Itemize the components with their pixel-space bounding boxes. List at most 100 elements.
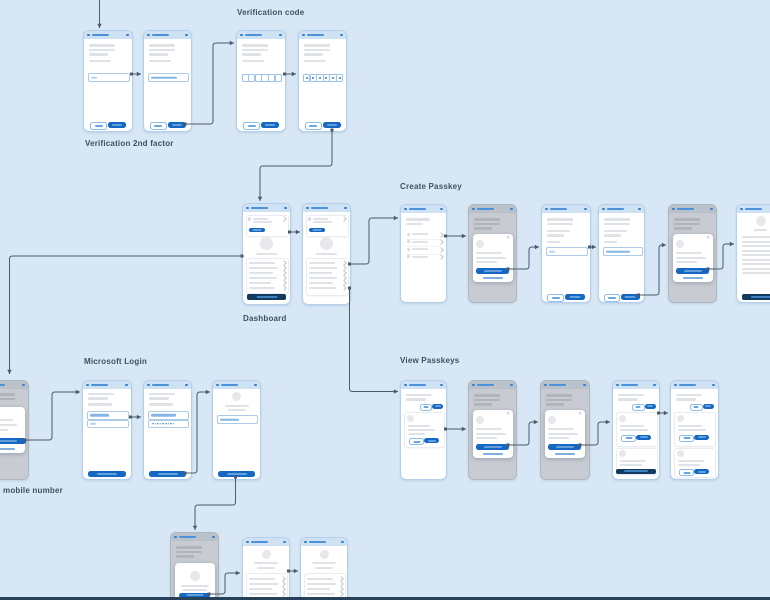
phone-dashboard-2[interactable] xyxy=(302,203,351,305)
primary-button[interactable] xyxy=(149,471,186,477)
primary-button[interactable] xyxy=(476,268,509,274)
text-input[interactable] xyxy=(87,411,129,420)
phone-microsoft-login-3[interactable] xyxy=(212,380,261,480)
primary-button[interactable] xyxy=(676,268,709,274)
text-input[interactable] xyxy=(148,419,189,428)
text-input[interactable] xyxy=(87,419,129,428)
primary-button[interactable] xyxy=(620,294,640,300)
primary-button[interactable] xyxy=(636,434,651,440)
phone-bottom-flow-2[interactable] xyxy=(242,537,290,600)
navy-bar[interactable] xyxy=(741,294,770,300)
primary-button[interactable] xyxy=(0,438,26,444)
phone-verification-code-2[interactable] xyxy=(298,30,347,132)
primary-button[interactable] xyxy=(702,404,714,409)
navy-bar[interactable] xyxy=(247,294,286,300)
primary-button[interactable] xyxy=(432,404,443,409)
close-icon[interactable]: × xyxy=(706,234,710,241)
chevron-right-icon xyxy=(438,246,444,253)
phone-bottom-flow-1-modal[interactable] xyxy=(170,532,219,600)
primary-button[interactable] xyxy=(218,471,255,477)
placeholder-line xyxy=(676,256,706,259)
secondary-button[interactable] xyxy=(547,294,564,302)
primary-button[interactable] xyxy=(424,438,439,443)
link-line[interactable] xyxy=(482,452,503,455)
secondary-button[interactable] xyxy=(690,404,703,411)
phone-create-passkey-4[interactable] xyxy=(598,204,645,303)
close-icon[interactable]: × xyxy=(578,410,582,417)
text-input[interactable] xyxy=(148,411,189,420)
link-line[interactable] xyxy=(0,447,15,450)
primary-button[interactable] xyxy=(179,592,210,598)
text-input[interactable] xyxy=(603,247,643,256)
phone-create-passkey-2-modal[interactable]: × xyxy=(468,204,517,303)
secondary-button[interactable] xyxy=(409,438,424,445)
primary-button[interactable] xyxy=(694,469,709,474)
secondary-button[interactable] xyxy=(243,122,260,130)
connector-mobile-number-modal-to-microsoft-login-1[interactable] xyxy=(23,389,81,442)
primary-button[interactable] xyxy=(249,227,265,233)
phone-create-passkey-3[interactable] xyxy=(541,204,591,303)
primary-button[interactable] xyxy=(694,434,709,440)
secondary-button[interactable] xyxy=(621,434,636,442)
secondary-button[interactable] xyxy=(632,404,645,411)
text-input[interactable] xyxy=(546,247,588,256)
primary-button[interactable] xyxy=(565,294,585,300)
link-line[interactable] xyxy=(482,276,503,279)
connector-verification-code-2-to-dashboard-1[interactable] xyxy=(257,128,334,202)
secondary-button[interactable] xyxy=(419,404,432,411)
phone-verification-2fa-2[interactable] xyxy=(143,30,192,132)
phone-verification-2fa-1[interactable] xyxy=(83,30,133,132)
phone-mobile-number-modal[interactable] xyxy=(0,380,29,480)
phone-microsoft-login-1[interactable] xyxy=(82,380,132,480)
phone-view-passkeys-5[interactable] xyxy=(670,380,719,480)
link-line[interactable] xyxy=(682,276,703,279)
phone-create-passkey-6[interactable] xyxy=(736,204,770,303)
secondary-button[interactable] xyxy=(679,469,694,476)
phone-view-passkeys-4[interactable] xyxy=(612,380,660,480)
code-box[interactable] xyxy=(274,73,282,82)
close-icon[interactable]: × xyxy=(506,410,510,417)
phone-verification-code-1[interactable] xyxy=(236,30,286,132)
secondary-button[interactable] xyxy=(603,294,620,302)
secondary-button[interactable] xyxy=(679,434,694,442)
placeholder-line xyxy=(547,229,570,232)
button-label-line xyxy=(427,439,436,442)
text-input[interactable] xyxy=(217,415,258,424)
secondary-button[interactable] xyxy=(305,122,322,130)
primary-button[interactable] xyxy=(548,444,581,450)
close-icon[interactable]: × xyxy=(506,234,510,241)
link-line[interactable] xyxy=(554,452,575,455)
connector-view-passkeys-1-to-view-passkeys-2-modal[interactable] xyxy=(444,426,466,432)
primary-button[interactable] xyxy=(261,122,279,128)
connector-create-passkey-1-to-create-passkey-2-modal[interactable] xyxy=(444,233,466,239)
primary-button[interactable] xyxy=(167,122,186,128)
placeholder-line xyxy=(476,252,502,254)
primary-button[interactable] xyxy=(108,122,126,128)
primary-button[interactable] xyxy=(322,122,341,128)
connector-dashboard-2-to-create-passkey-1[interactable] xyxy=(348,215,398,266)
phone-create-passkey-5-modal[interactable]: × xyxy=(668,204,717,303)
phone-view-passkeys-2-modal[interactable]: × xyxy=(468,380,517,480)
header-title-line xyxy=(178,536,196,539)
primary-button[interactable] xyxy=(644,404,656,409)
phone-bottom-flow-3[interactable] xyxy=(300,537,348,600)
primary-button[interactable] xyxy=(309,227,325,233)
text-input[interactable] xyxy=(148,73,189,82)
phone-microsoft-login-2[interactable] xyxy=(143,380,192,480)
connector-start-to-verification-2fa-1[interactable] xyxy=(97,0,102,28)
primary-button[interactable] xyxy=(88,471,126,477)
phone-create-passkey-1[interactable] xyxy=(400,204,447,303)
connector-microsoft-login-3-to-bottom-flow-1-modal[interactable] xyxy=(192,475,237,531)
navy-bar[interactable] xyxy=(616,468,656,474)
secondary-button[interactable] xyxy=(150,122,167,130)
placeholder-line xyxy=(618,393,644,396)
code-box[interactable] xyxy=(336,73,344,82)
connector-dashboard-2-to-view-passkeys-1[interactable] xyxy=(348,286,398,394)
secondary-button[interactable] xyxy=(90,122,107,130)
phone-dashboard-1[interactable] xyxy=(242,203,291,305)
primary-button[interactable] xyxy=(476,444,509,450)
phone-view-passkeys-3-modal[interactable]: × xyxy=(540,380,590,480)
text-input[interactable] xyxy=(88,73,130,82)
phone-view-passkeys-1[interactable] xyxy=(400,380,447,480)
